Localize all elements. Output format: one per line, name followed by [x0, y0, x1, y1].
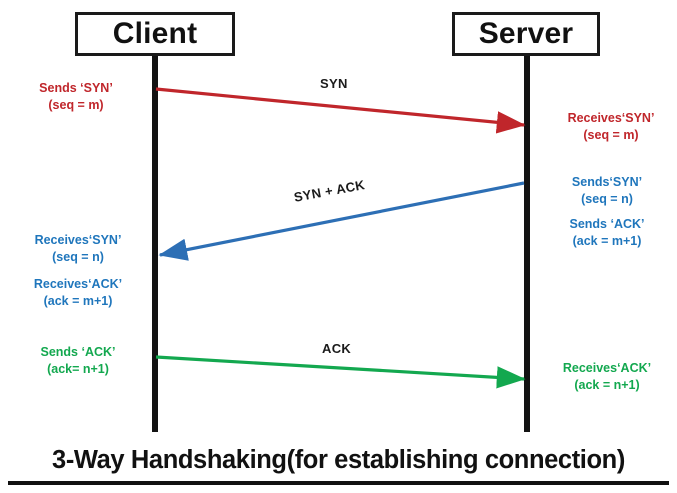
note-line-1: Sends ‘ACK’ — [40, 345, 116, 359]
note-line-1: Receives‘SYN’ — [34, 233, 122, 247]
note-server-sends-ack: Sends ‘ACK’ (ack = m+1) — [540, 216, 674, 250]
note-line-1: Sends‘SYN’ — [571, 175, 643, 189]
note-line-2: (seq = m) — [48, 98, 104, 112]
note-line-1: Sends ‘SYN’ — [39, 81, 113, 95]
note-server-receives-ack: Receives‘ACK’ (ack = n+1) — [540, 360, 674, 394]
note-line-2: (seq = n) — [52, 250, 104, 264]
note-line-1: Receives‘ACK’ — [562, 361, 652, 375]
note-line-1: Receives‘ACK’ — [33, 277, 123, 291]
note-line-2: (ack= n+1) — [47, 362, 109, 376]
note-line-2: (seq = m) — [583, 128, 639, 142]
note-line-1: Sends ‘ACK’ — [569, 217, 645, 231]
arrow-syn — [155, 87, 526, 134]
arrow-label-syn: SYN — [320, 76, 348, 91]
server-lifeline — [524, 56, 530, 432]
caption-underline — [8, 481, 669, 485]
client-lifeline — [152, 56, 158, 432]
note-line-2: (ack = n+1) — [574, 378, 640, 392]
note-client-sends-syn: Sends ‘SYN’ (seq = m) — [6, 80, 146, 114]
note-line-2: (ack = m+1) — [43, 294, 113, 308]
client-node-box: Client — [75, 12, 235, 56]
arrow-label-syn-ack: SYN + ACK — [292, 177, 367, 205]
note-client-receives-syn: Receives‘SYN’ (seq = n) — [10, 232, 146, 266]
arrow-label-ack: ACK — [322, 341, 352, 356]
note-server-sends-syn: Sends‘SYN’ (seq = n) — [540, 174, 674, 208]
note-client-receives-ack: Receives‘ACK’ (ack = m+1) — [10, 276, 146, 310]
note-line-1: Receives‘SYN’ — [567, 111, 655, 125]
arrow-ack — [155, 355, 526, 389]
note-client-sends-ack: Sends ‘ACK’ (ack= n+1) — [10, 344, 146, 378]
note-line-2: (seq = n) — [581, 192, 633, 206]
server-node-box: Server — [452, 12, 600, 56]
diagram-caption: 3-Way Handshaking(for establishing conne… — [52, 446, 625, 474]
note-line-2: (ack = m+1) — [572, 234, 642, 248]
note-server-receives-syn: Receives‘SYN’ (seq = m) — [548, 110, 674, 144]
